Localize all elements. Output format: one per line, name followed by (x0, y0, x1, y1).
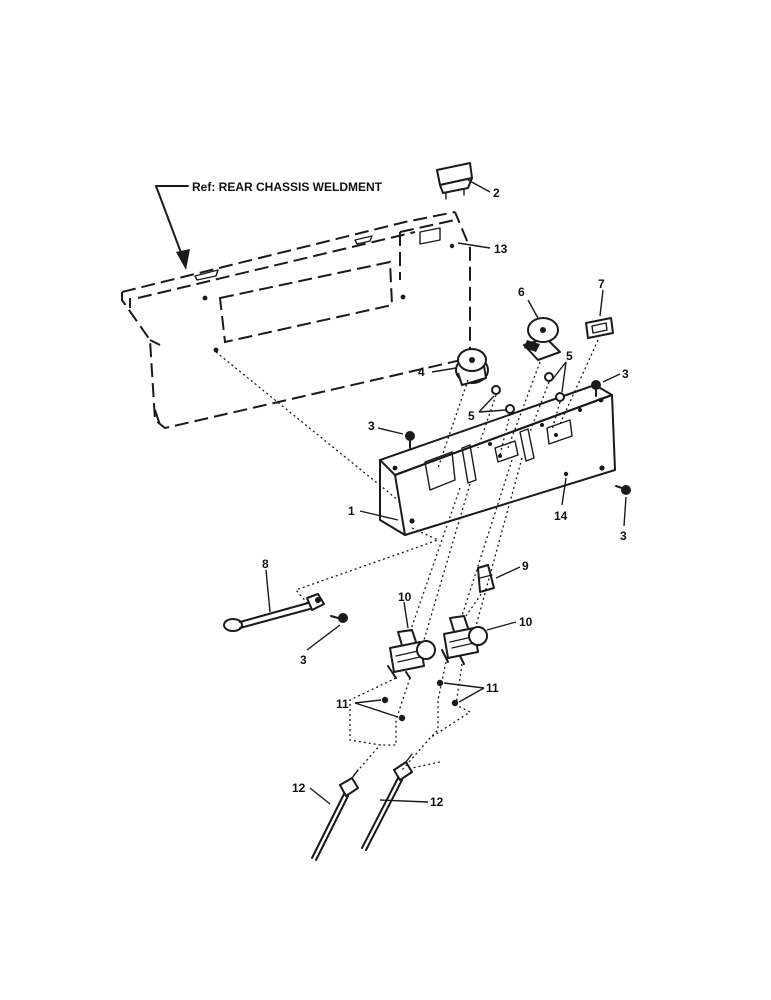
switch-6 (523, 317, 561, 361)
assembly-lines (215, 339, 599, 783)
callout-10-right: 10 (519, 615, 533, 629)
callout-4: 4 (418, 365, 425, 379)
callout-3-d: 3 (300, 653, 307, 667)
reference-arrow (155, 185, 190, 270)
cable-right-12 (361, 753, 413, 851)
callout-3-c: 3 (620, 529, 627, 543)
cable-left-12 (311, 769, 359, 861)
rear-chassis-weldment (121, 211, 471, 430)
callout-6: 6 (518, 285, 525, 299)
control-right-10 (441, 615, 488, 665)
callout-12-left: 12 (292, 781, 306, 795)
key-switch-4 (455, 348, 489, 386)
callout-5-left: 5 (468, 409, 475, 423)
screws-5 (491, 372, 565, 414)
callout-13: 13 (494, 242, 508, 256)
dash-panel-1 (379, 384, 616, 536)
callout-1: 1 (348, 504, 355, 518)
callout-11-right: 11 (486, 681, 499, 695)
callout-11-left: 11 (336, 697, 349, 711)
callout-2: 2 (493, 186, 500, 200)
control-left-10 (387, 629, 436, 679)
callout-9: 9 (522, 559, 529, 573)
reference-label: Ref: REAR CHASSIS WELDMENT (192, 180, 383, 194)
callout-7: 7 (598, 277, 605, 291)
callout-5-right: 5 (566, 349, 573, 363)
wire-harness-8 (223, 593, 325, 632)
callout-12-right: 12 (430, 795, 444, 809)
callout-3-b: 3 (622, 367, 629, 381)
callout-14: 14 (554, 509, 568, 523)
callout-3-a: 3 (368, 419, 375, 433)
callout-10-left: 10 (398, 590, 412, 604)
nuts-11 (381, 679, 459, 722)
rocker-switch-2 (436, 162, 473, 200)
callout-8: 8 (262, 557, 269, 571)
bolts-3 (330, 380, 631, 623)
indicator-7 (585, 317, 614, 339)
